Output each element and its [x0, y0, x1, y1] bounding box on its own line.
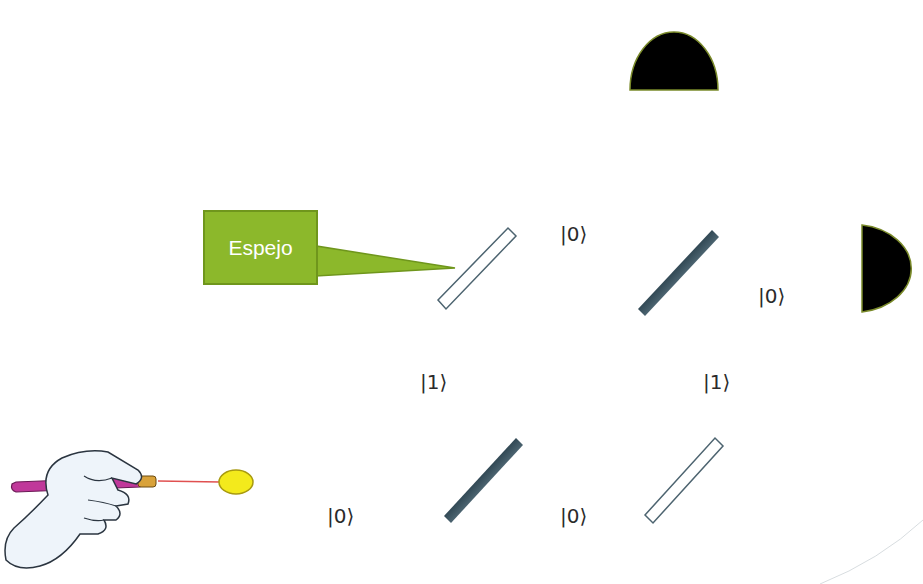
mirror: [645, 438, 723, 523]
beam-splitter: [444, 438, 523, 523]
callout-text: Espejo: [228, 236, 292, 260]
detector: [862, 225, 911, 312]
path-state-label: |1⟩: [703, 370, 730, 394]
slide-corner-line: [820, 520, 923, 584]
glove-crease: [84, 476, 116, 521]
photon: [219, 470, 253, 494]
path-state-label: |0⟩: [327, 504, 354, 528]
callout-box: Espejo: [203, 210, 318, 285]
mirror: [438, 228, 516, 309]
callout-pointer: [316, 246, 455, 276]
detector: [630, 32, 718, 90]
path-state-label: |0⟩: [560, 222, 587, 246]
path-state-label: |0⟩: [560, 504, 587, 528]
gloved-hand: [5, 451, 142, 568]
beam-splitter: [638, 230, 719, 316]
path-state-label: |0⟩: [758, 284, 785, 308]
path-state-label: |1⟩: [420, 370, 447, 394]
laser-beam: [158, 481, 220, 482]
